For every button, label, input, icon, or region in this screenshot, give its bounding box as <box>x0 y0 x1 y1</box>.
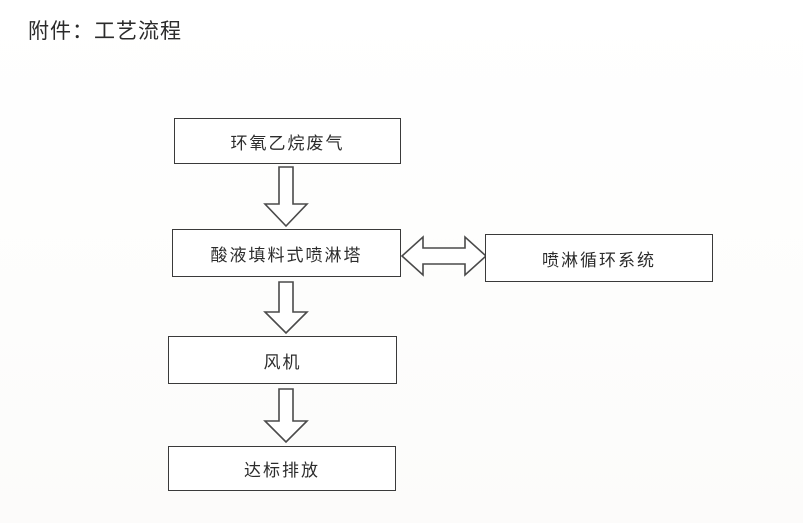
page-title: 附件：工艺流程 <box>28 19 182 43</box>
arrow-down-source-to-tower <box>262 166 310 228</box>
flow-node-compliant-emission-label: 达标排放 <box>244 461 320 481</box>
flow-node-fan-label: 风机 <box>263 352 302 373</box>
flow-node-compliant-emission: 达标排放 <box>168 446 396 491</box>
arrow-down-fan-to-emission <box>262 388 310 444</box>
arrow-down-tower-to-fan <box>262 281 310 335</box>
flow-node-source: 环氧乙烷废气 <box>174 118 401 164</box>
flow-node-fan: 风机 <box>168 336 397 384</box>
flow-node-spray-tower: 酸液填料式喷淋塔 <box>172 229 401 277</box>
flow-node-spray-recycle-system-label: 喷淋循环系统 <box>542 250 656 271</box>
flow-node-source-label: 环氧乙烷废气 <box>230 133 345 154</box>
flow-node-spray-recycle-system: 喷淋循环系统 <box>485 234 713 282</box>
flow-node-spray-tower-label: 酸液填料式喷淋塔 <box>210 245 363 266</box>
arrow-bidirectional-tower-recycle <box>400 234 488 278</box>
